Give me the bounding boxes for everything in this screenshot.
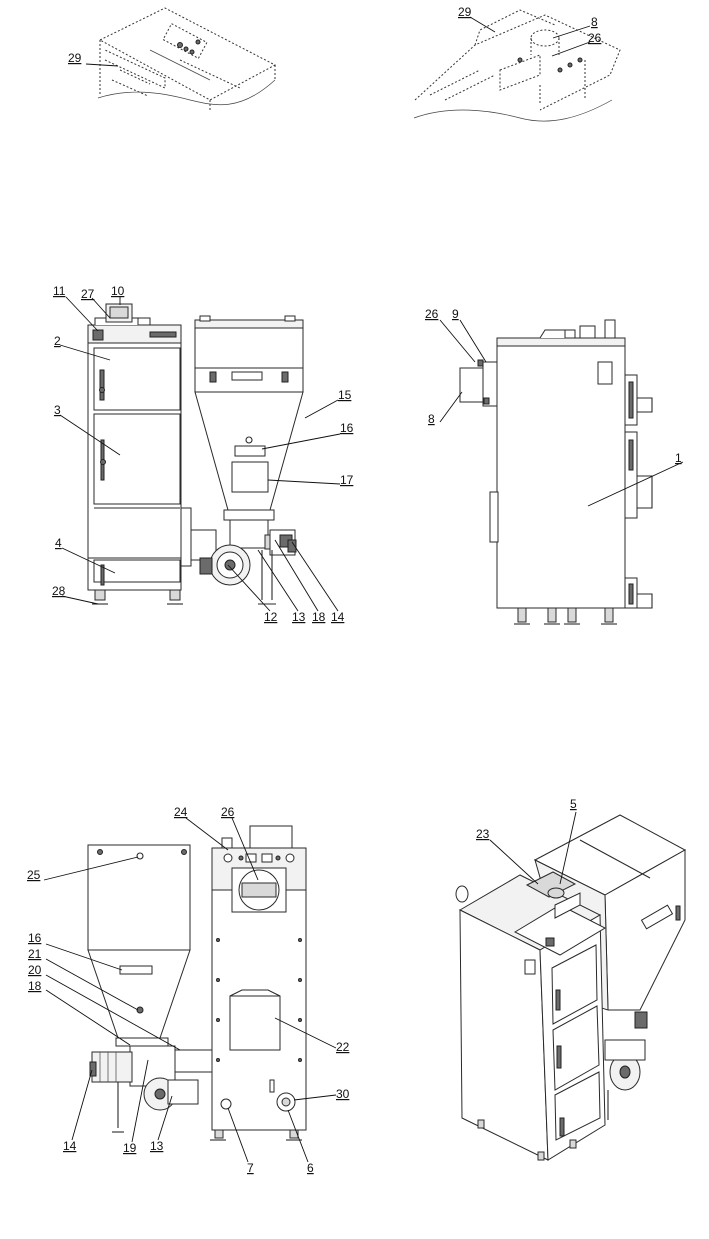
leader-23 [489, 839, 539, 885]
leader-26c [231, 817, 259, 881]
callout-7: 7 [247, 1161, 254, 1175]
leader-18b [45, 989, 131, 1046]
callout-1: 1 [675, 451, 682, 465]
leader-29b [469, 16, 496, 33]
leader-12 [227, 564, 271, 612]
leader-21 [45, 958, 139, 1011]
callout-30: 30 [336, 1087, 350, 1101]
leader-11 [65, 296, 99, 332]
callout-16a: 16 [340, 421, 354, 435]
callout-13a: 13 [292, 610, 306, 624]
leader-3 [59, 414, 121, 456]
leader-13a [257, 549, 299, 612]
front-view [87, 303, 304, 605]
callout-5: 5 [570, 797, 577, 811]
leader-15 [304, 399, 339, 419]
isometric-view [455, 814, 687, 1161]
leader-16b [45, 943, 123, 971]
callout-25: 25 [27, 868, 41, 882]
leader-17 [267, 479, 341, 485]
leader-4 [61, 547, 116, 574]
leader-27 [91, 297, 111, 319]
leader-13b [157, 1095, 173, 1141]
leader-7 [227, 1107, 249, 1163]
leader-14b [71, 1069, 93, 1141]
callout-20: 20 [28, 963, 42, 977]
leader-9 [459, 319, 487, 363]
callout-8b: 8 [428, 412, 435, 426]
leader-8a [552, 25, 591, 39]
leader-25 [43, 856, 139, 881]
leader-24 [185, 817, 229, 851]
leader-26b [439, 319, 476, 363]
leader-1 [587, 461, 684, 507]
leader-20 [45, 974, 181, 1051]
leader-8b [439, 391, 463, 423]
leader-26a [551, 41, 591, 57]
callout-15: 15 [338, 388, 352, 402]
callout-16b: 16 [28, 931, 42, 945]
leader-5 [559, 811, 577, 885]
callout-13b: 13 [150, 1139, 164, 1153]
callout-17: 17 [340, 473, 354, 487]
callout-26a: 26 [588, 31, 602, 45]
callout-14a: 14 [331, 610, 345, 624]
callout-12: 12 [264, 610, 278, 624]
callout-26b: 26 [425, 307, 439, 321]
leader-28 [61, 595, 99, 605]
callout-29a: 29 [68, 51, 82, 65]
callout-2: 2 [54, 334, 61, 348]
callout-28: 28 [52, 584, 66, 598]
callout-23: 23 [476, 827, 490, 841]
rear-view [87, 825, 307, 1141]
leader-30 [293, 1094, 337, 1101]
callout-22: 22 [336, 1040, 350, 1054]
callout-18b: 18 [28, 979, 42, 993]
leader-22 [274, 1017, 337, 1049]
leader-6 [287, 1109, 309, 1163]
callout-8a: 8 [591, 15, 598, 29]
leader-18a [274, 539, 319, 612]
callout-19: 19 [123, 1141, 137, 1155]
leader-16a [261, 433, 341, 450]
callout-11: 11 [53, 284, 66, 298]
leader-14a [291, 541, 339, 612]
callout-24: 24 [174, 805, 188, 819]
leader-2 [59, 344, 111, 361]
top-left-detail-view [97, 7, 277, 112]
callout-14b: 14 [63, 1139, 77, 1153]
callout-29b: 29 [458, 5, 472, 19]
top-right-detail-view [413, 9, 621, 122]
callout-3: 3 [54, 403, 61, 417]
callout-18a: 18 [312, 610, 326, 624]
side-view [459, 319, 653, 625]
callout-26c: 26 [221, 805, 235, 819]
callout-21: 21 [28, 947, 42, 961]
leader-29a [85, 63, 119, 67]
callout-10: 10 [111, 284, 125, 298]
callout-9: 9 [452, 307, 459, 321]
callout-27: 27 [81, 287, 95, 301]
callout-6: 6 [307, 1161, 314, 1175]
leader-19 [131, 1059, 149, 1143]
callout-4: 4 [55, 536, 62, 550]
